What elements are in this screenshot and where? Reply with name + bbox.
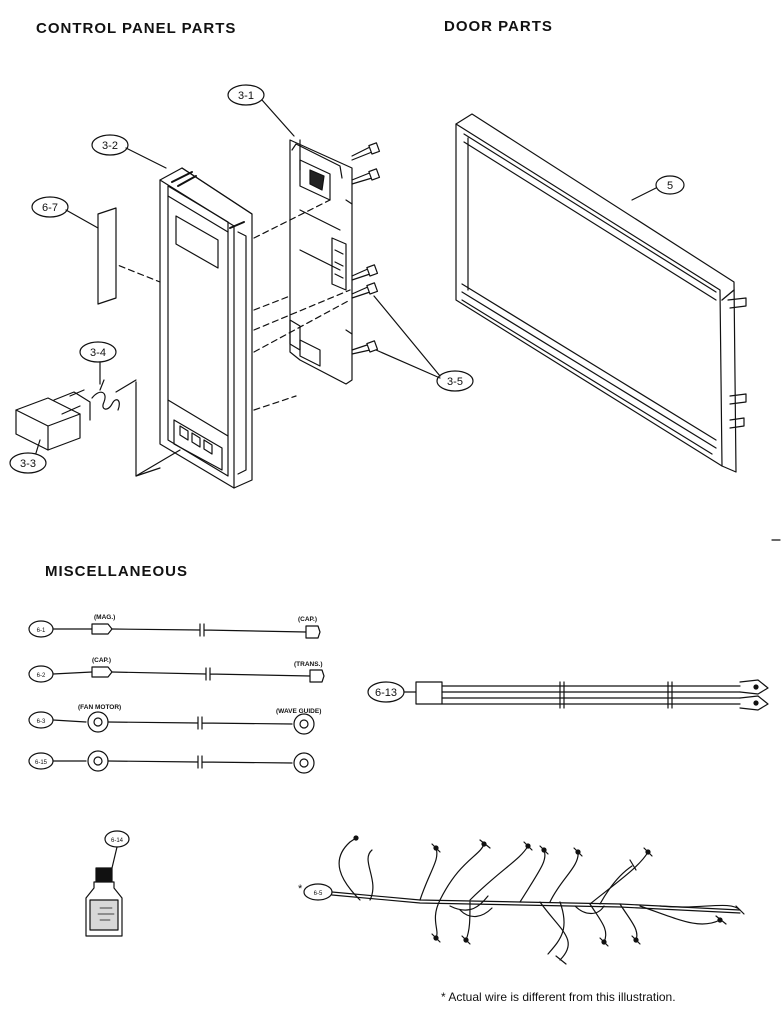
door-parts-heading: DOOR PARTS: [444, 18, 553, 35]
wire-6-3: [28, 711, 315, 735]
screw-3-5: [351, 142, 381, 355]
main-wire-harness-6-5: [303, 835, 745, 965]
button-3-3: [15, 389, 91, 451]
button-guide-line-2: [135, 449, 181, 477]
callout-3-5-label: 3-5: [447, 376, 463, 388]
callout-3-3-label: 3-3: [20, 458, 36, 470]
control-panel-3-2: [159, 167, 253, 489]
callout-5: [631, 175, 685, 201]
callout-5-label: 5: [667, 180, 673, 192]
wire-harness-6-13: [367, 679, 769, 711]
callout-3-1: [227, 84, 295, 137]
callout-6-15-label: 6-15: [35, 760, 48, 766]
callout-3-3: [9, 439, 47, 474]
control-bracket-3-1: [289, 139, 353, 385]
wire-label-trans: (TRANS.): [294, 661, 323, 668]
callout-6-7-label: 6-7: [42, 202, 58, 214]
callout-3-5: [373, 295, 474, 392]
callout-3-2-label: 3-2: [102, 140, 118, 152]
callout-3-2: [91, 134, 167, 169]
callout-6-5-label: 6-5: [314, 891, 323, 897]
callout-6-1-label: 6-1: [37, 628, 46, 634]
wire-6-2: [28, 665, 325, 683]
callout-3-4: [79, 341, 117, 385]
miscellaneous-heading: MISCELLANEOUS: [45, 563, 189, 580]
callout-6-3-label: 6-3: [37, 719, 46, 725]
wire-label-cap-1: (CAP.): [298, 616, 317, 623]
bottle-6-14: [85, 830, 130, 937]
assembly-dashed-lines: [109, 199, 351, 411]
callout-3-1-label: 3-1: [238, 90, 254, 102]
spring-3-4: [91, 379, 137, 411]
wire-label-fan-motor: (FAN MOTOR): [78, 704, 121, 711]
callout-3-4-label: 3-4: [90, 347, 106, 359]
callout-6-14-label: 6-14: [111, 838, 124, 844]
button-guide-line: [135, 381, 161, 477]
wire-6-15: [28, 750, 315, 774]
callout-6-13-label: 6-13: [375, 687, 397, 699]
asterisk-mark: *: [298, 883, 303, 895]
label-sheet-6-7: [97, 207, 117, 305]
wire-label-mag: (MAG.): [94, 614, 115, 621]
wire-label-wave-guide: (WAVE GUIDE): [276, 708, 321, 715]
callout-6-7: [31, 196, 99, 229]
control-panel-parts-heading: CONTROL PANEL PARTS: [36, 20, 237, 37]
door-assembly-5: [455, 113, 747, 473]
footnote: * Actual wire is different from this ill…: [441, 990, 676, 1004]
wire-6-1: [28, 620, 321, 639]
wire-label-cap-2: (CAP.): [92, 657, 111, 664]
callout-6-2-label: 6-2: [37, 673, 46, 679]
